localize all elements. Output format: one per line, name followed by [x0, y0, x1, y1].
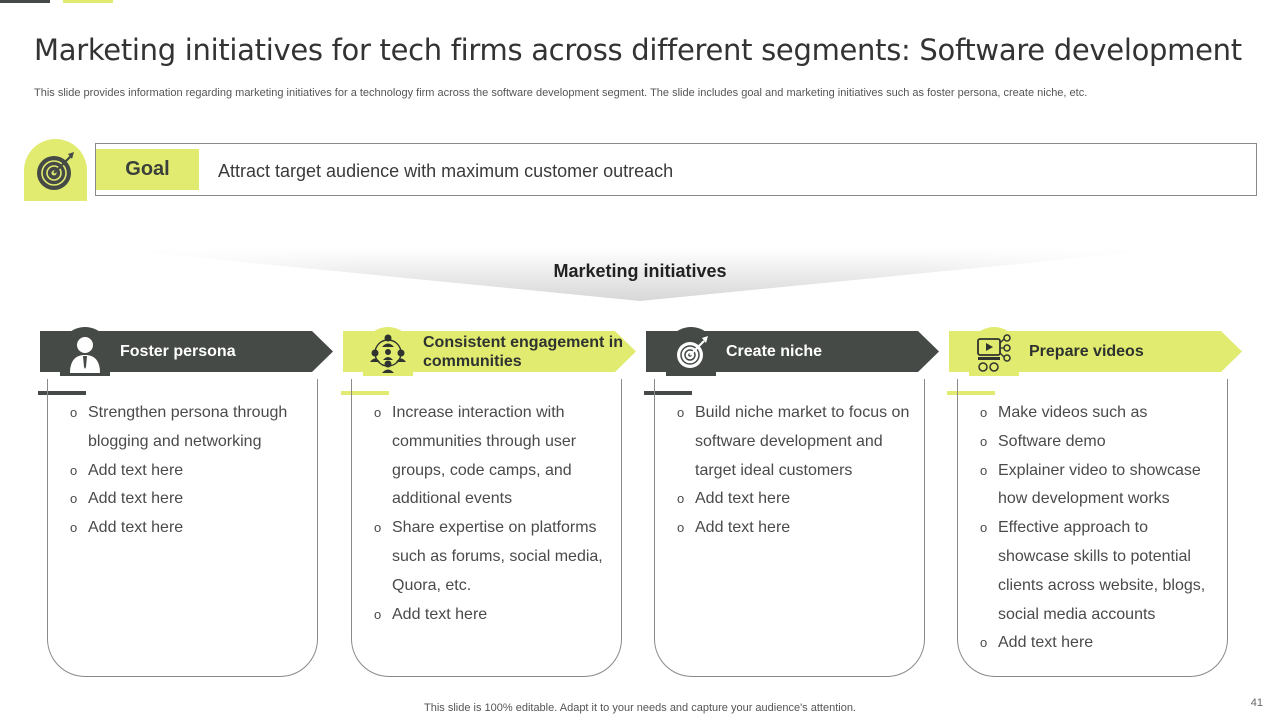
goal-text: Attract target audience with maximum cus…: [218, 161, 674, 181]
video-icon: [977, 334, 1011, 372]
column-banner-create-niche: Create niche: [646, 331, 939, 372]
list-item: Build niche market to focus on software …: [677, 399, 916, 485]
column-title: Prepare videos: [1029, 343, 1144, 360]
page-number: 41: [1250, 697, 1263, 709]
bullet-list: Increase interaction with communities th…: [374, 399, 613, 629]
column-card-prepare-videos: Make videos such as Software demo Explai…: [957, 379, 1228, 677]
target-icon: [677, 336, 708, 368]
initiatives-heading-shape: [100, 248, 1180, 301]
target-icon: [37, 152, 74, 190]
accent-bar-dark: [0, 0, 50, 3]
column-banner-prepare-videos: Prepare videos: [949, 331, 1242, 372]
accent-bar-lime: [63, 0, 113, 3]
list-item: Add text here: [70, 485, 309, 514]
goal-badge: [24, 139, 87, 201]
slide-footer: This slide is 100% editable. Adapt it to…: [424, 702, 856, 714]
list-item: Make videos such as: [980, 399, 1219, 428]
column-title: Foster persona: [120, 343, 236, 360]
initiatives-heading: Marketing initiatives: [553, 261, 727, 281]
list-item: Add text here: [980, 629, 1219, 658]
list-item: Strengthen persona through blogging and …: [70, 399, 309, 457]
column-title: Consistent engagement in communities: [423, 333, 624, 370]
column-card-create-niche: Build niche market to focus on software …: [654, 379, 925, 677]
list-item: Effective approach to showcase skills to…: [980, 514, 1219, 629]
goal-label: Goal: [96, 149, 199, 190]
bullet-list: Build niche market to focus on software …: [677, 399, 916, 543]
column-card-communities: Increase interaction with communities th…: [351, 379, 622, 677]
list-item: Explainer video to showcase how developm…: [980, 457, 1219, 515]
slide-title: Marketing initiatives for tech firms acr…: [34, 33, 1242, 67]
list-item: Add text here: [374, 601, 613, 630]
list-item: Increase interaction with communities th…: [374, 399, 613, 514]
goal-box: Goal Attract target audience with maximu…: [95, 143, 1257, 196]
column-banner-foster-persona: Foster persona: [40, 331, 333, 372]
column-card-foster-persona: Strengthen persona through blogging and …: [47, 379, 318, 677]
bullet-list: Strengthen persona through blogging and …: [70, 399, 309, 543]
column-icon-badge: [363, 327, 413, 376]
bullet-list: Make videos such as Software demo Explai…: [980, 399, 1219, 658]
column-icon-badge: [666, 327, 716, 376]
column-banner-communities: Consistent engagement in communities: [343, 331, 636, 372]
list-item: Add text here: [70, 514, 309, 543]
list-item: Add text here: [677, 485, 916, 514]
list-item: Share expertise on platforms such as for…: [374, 514, 613, 600]
column-icon-badge: [969, 327, 1019, 376]
list-item: Software demo: [980, 428, 1219, 457]
column-icon-badge: [60, 327, 110, 376]
slide-subtitle: This slide provides information regardin…: [34, 87, 1088, 99]
list-item: Add text here: [70, 457, 309, 486]
community-icon: [370, 334, 406, 373]
column-title: Create niche: [726, 343, 823, 360]
person-icon: [70, 337, 100, 373]
list-item: Add text here: [677, 514, 916, 543]
